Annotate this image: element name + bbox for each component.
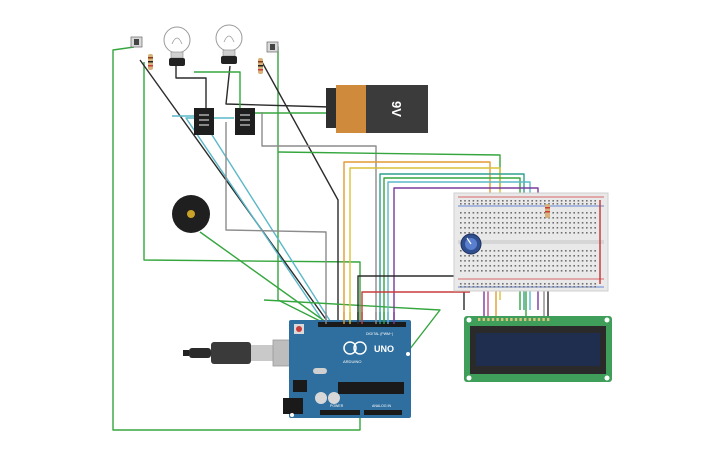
wire-black-diagonal-1[interactable]	[139, 59, 331, 326]
resistor-right[interactable]	[258, 58, 263, 74]
relay-right[interactable]	[235, 108, 255, 135]
wire-green-buzzer[interactable]	[199, 231, 331, 326]
lcd-pin-header	[478, 318, 550, 321]
usb-cable-icon	[183, 339, 308, 367]
relay-left[interactable]	[194, 108, 214, 135]
wire-green-bulb[interactable]	[194, 71, 241, 110]
battery-body	[366, 85, 428, 133]
arduino-crystal	[313, 368, 327, 374]
buzzer-icon	[172, 195, 210, 233]
breadboard[interactable]	[453, 192, 609, 292]
push-button-right[interactable]	[266, 41, 279, 53]
relay-icon	[235, 108, 255, 135]
wire-green-cross[interactable]	[263, 299, 441, 355]
potentiometer[interactable]	[460, 233, 482, 255]
wire-black-bulb-right[interactable]	[225, 65, 331, 108]
wire-green-left-resistor[interactable]	[143, 62, 361, 322]
light-bulb-icon	[163, 26, 191, 66]
wire-gray-2[interactable]	[261, 112, 377, 322]
battery-label-band	[336, 85, 366, 133]
arduino-analog-label: ANALOG IN	[372, 404, 392, 408]
arduino-logo-text: UNO	[374, 344, 394, 354]
arduino-small-chip	[293, 380, 307, 392]
breadboard-holes	[460, 200, 596, 288]
arduino-uno[interactable]: UNO ARDUINO DIGITAL (PWM~) POWER ANALOG …	[283, 320, 411, 418]
push-button-left[interactable]	[130, 36, 143, 48]
light-bulb-left[interactable]	[163, 26, 191, 66]
light-bulb-right[interactable]	[215, 24, 243, 64]
battery-9v[interactable]: 9V	[326, 85, 428, 133]
arduino-logo-icon	[343, 341, 357, 355]
wire-black-rail[interactable]	[357, 275, 465, 322]
arduino-power-jack	[283, 398, 303, 414]
battery-label: 9V	[389, 101, 404, 117]
lcd-screen	[476, 333, 600, 366]
arduino-header-power	[320, 410, 360, 415]
arduino-power-label: POWER	[330, 404, 344, 408]
battery-terminal	[326, 88, 336, 128]
wire-black-bulb-left[interactable]	[175, 66, 207, 110]
potentiometer-icon	[460, 233, 482, 255]
breadboard-center-channel	[458, 240, 604, 244]
arduino-header-digital	[318, 322, 406, 327]
push-button-icon	[134, 39, 139, 45]
buzzer[interactable]	[172, 195, 210, 233]
wire-ends	[325, 312, 395, 324]
wire-green-left-loop[interactable]	[112, 46, 361, 431]
usb-cable[interactable]	[183, 339, 308, 367]
arduino-digital-label: DIGITAL (PWM~)	[366, 332, 393, 336]
wire-black-diagonal-2[interactable]	[261, 61, 339, 322]
light-bulb-icon	[215, 24, 243, 64]
relay-icon	[194, 108, 214, 135]
breadboard-resistor[interactable]	[545, 204, 550, 218]
wire-orange[interactable]	[343, 161, 491, 322]
wire-gray-1[interactable]	[225, 122, 327, 322]
wire-green-right-2[interactable]	[277, 151, 501, 190]
lcd-display[interactable]	[464, 316, 612, 382]
arduino-header-analog	[364, 410, 402, 415]
wire-cyan-2[interactable]	[185, 117, 326, 325]
arduino-chip	[338, 382, 404, 394]
push-button-icon	[270, 44, 275, 50]
resistor-left[interactable]	[148, 54, 153, 70]
arduino-brand-text: ARDUINO	[343, 359, 361, 364]
